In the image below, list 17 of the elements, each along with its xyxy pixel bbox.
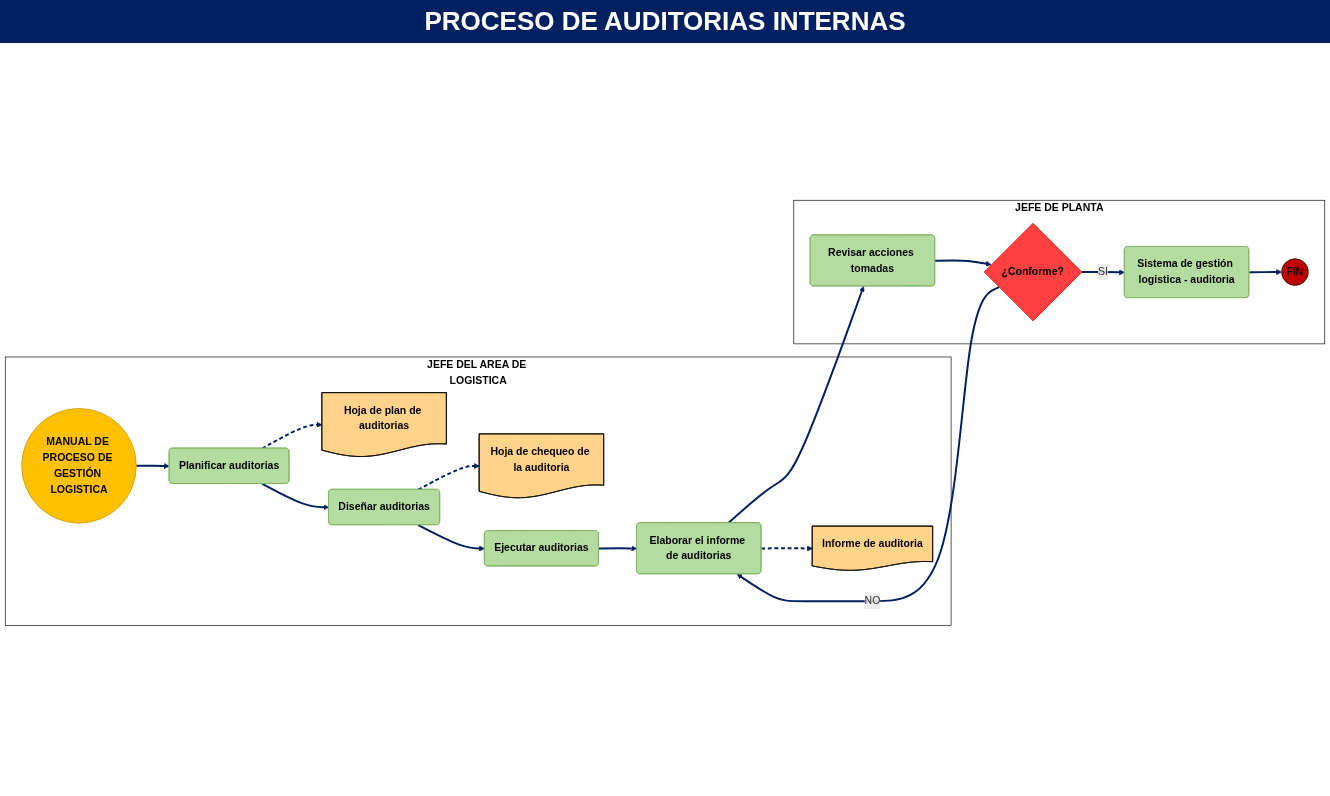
arrow xyxy=(760,545,813,552)
arrow xyxy=(934,259,992,267)
arrow xyxy=(1080,269,1125,276)
arrow xyxy=(1248,269,1282,276)
node-circle: FIN xyxy=(1281,258,1309,286)
arrow xyxy=(261,483,330,511)
edge-label: NO xyxy=(864,595,881,607)
edge-label: SI xyxy=(1098,266,1108,278)
node-diamond: ¿Conforme? xyxy=(983,223,1083,322)
node-circle: MANUAL DE PROCESO DE GESTIÓN LOGISTICA xyxy=(21,408,137,524)
arrow xyxy=(261,422,323,450)
arrow xyxy=(135,463,170,470)
arrow xyxy=(417,463,480,491)
arrow xyxy=(417,524,485,552)
diagram-title: PROCESO DE AUDITORIAS INTERNAS xyxy=(0,0,1330,43)
arrow xyxy=(736,286,1001,603)
arrow xyxy=(597,545,638,552)
